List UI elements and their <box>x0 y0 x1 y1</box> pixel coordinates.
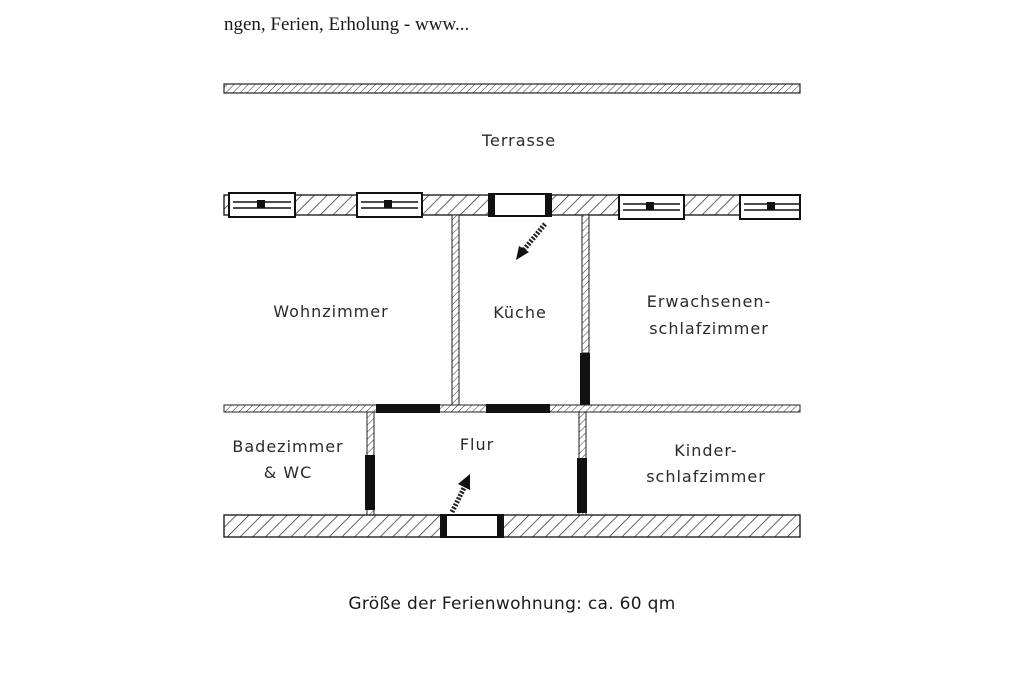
label-kinder-line1: Kinder- <box>674 441 737 460</box>
kitchen-door <box>486 404 550 413</box>
page-header: ngen, Ferien, Erholung - www... <box>224 14 470 35</box>
label-badezimmer-line1: Badezimmer <box>232 437 343 456</box>
childrens-room-door <box>577 458 587 513</box>
bedroom-door <box>580 353 590 407</box>
label-kueche: Küche <box>493 303 547 322</box>
entrance-arrow-icon <box>449 474 470 514</box>
window-2 <box>356 192 423 218</box>
kitchen-wall-right <box>581 214 590 354</box>
label-erwachsenen-line2: schlafzimmer <box>649 319 769 338</box>
label-kinder-line2: schlafzimmer <box>646 467 766 486</box>
window-1 <box>228 192 296 218</box>
label-flur: Flur <box>460 435 494 454</box>
terrace-door <box>488 193 552 217</box>
exterior-wall-bottom <box>223 514 801 538</box>
terrace-boundary-wall <box>223 83 801 94</box>
entrance-door <box>440 514 504 538</box>
bathroom-door <box>365 455 375 510</box>
window-3 <box>618 194 685 220</box>
label-badezimmer-line2: & WC <box>264 463 313 482</box>
label-wohnzimmer: Wohnzimmer <box>273 302 388 321</box>
window-4 <box>739 194 801 220</box>
kitchen-entry-arrow-icon <box>516 222 547 260</box>
label-erwachsenen-line1: Erwachsenen- <box>647 292 772 311</box>
label-terrasse: Terrasse <box>481 131 556 150</box>
kitchen-wall-left <box>451 214 460 406</box>
living-room-door <box>376 404 440 413</box>
plan-caption: Größe der Ferienwohnung: ca. 60 qm <box>348 594 676 614</box>
